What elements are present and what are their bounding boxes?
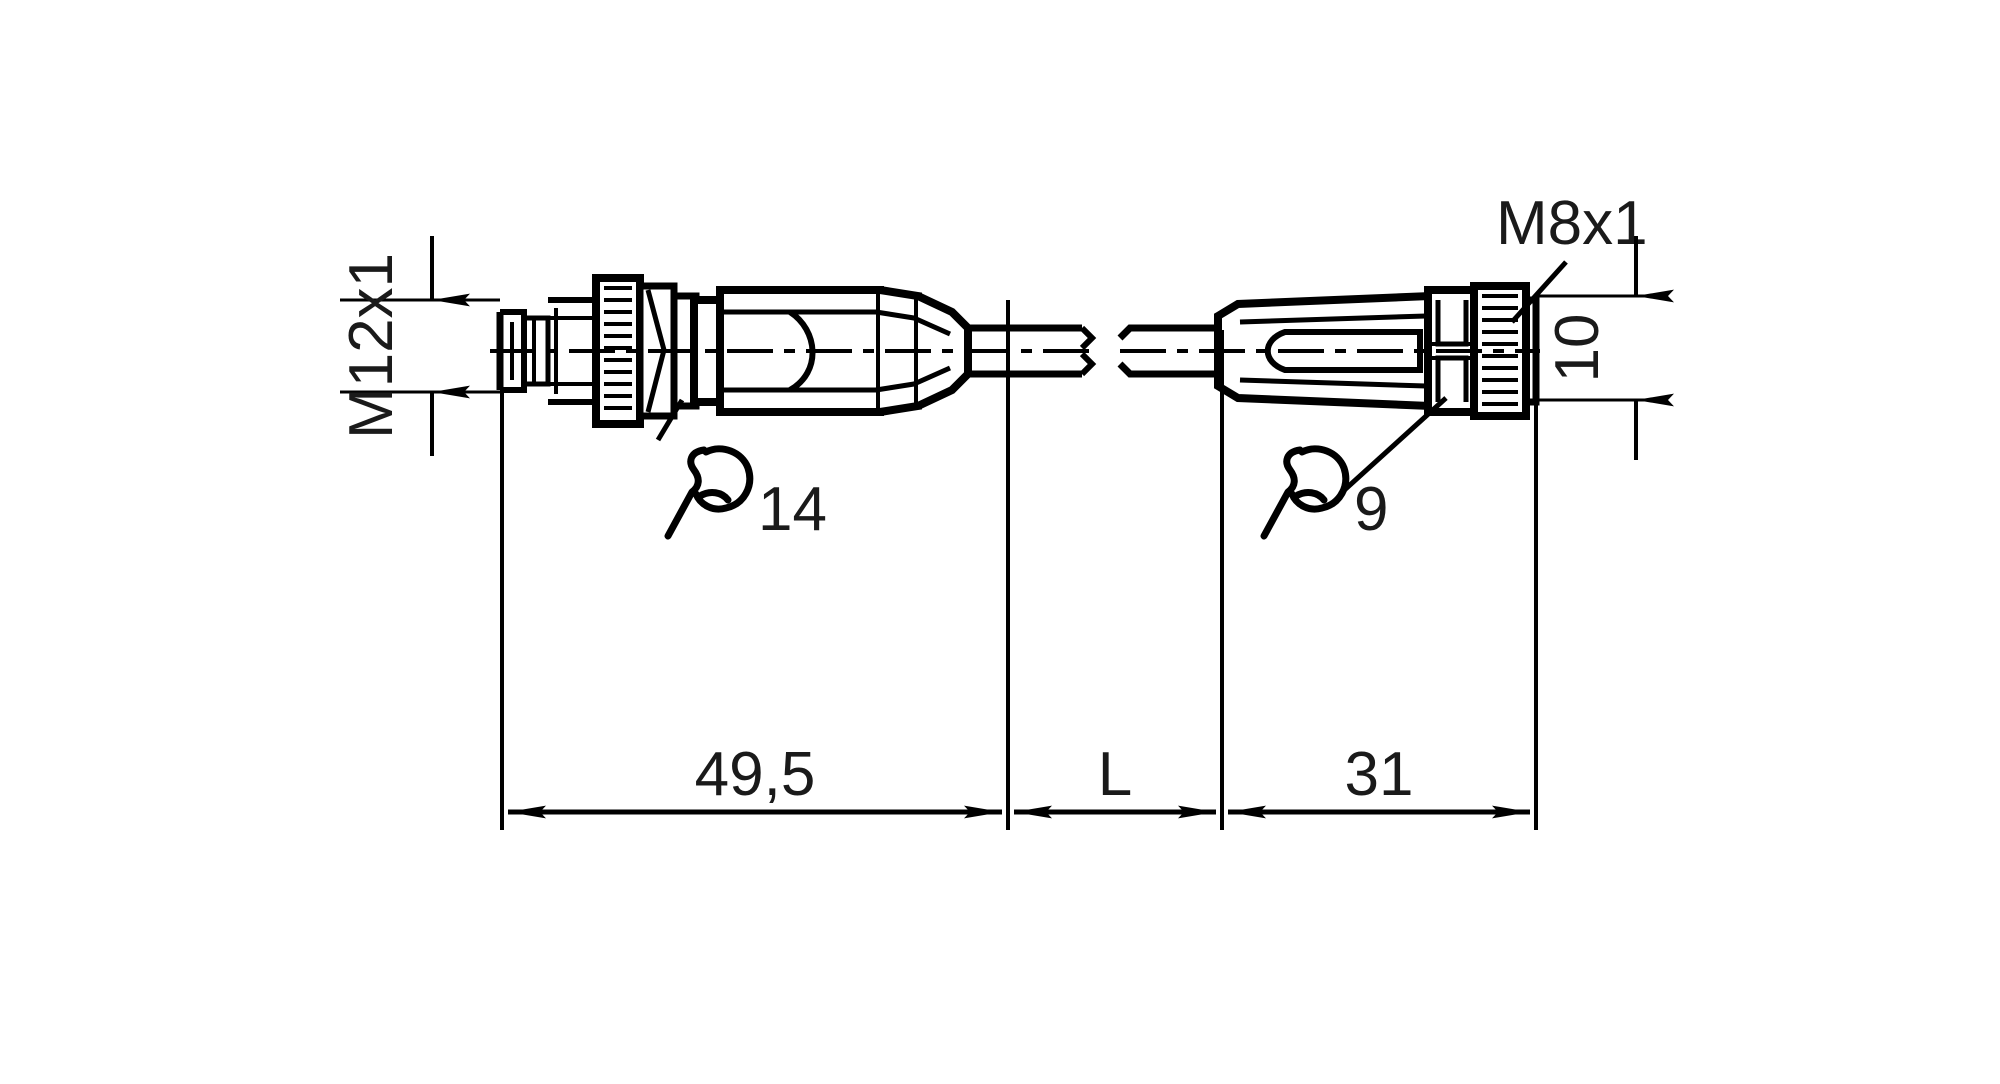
leader-m8-thread [1510,260,1568,324]
cable-right-segment [1117,324,1220,378]
label-wrench-right: 9 [1354,475,1388,544]
dimension-m8-height [1536,236,1674,460]
dimension-extension-lines [500,300,1538,830]
label-dim-31: 31 [1345,740,1414,809]
leader-wrench-left [655,398,685,442]
label-dim-L: L [1098,740,1132,809]
label-wrench-left: 14 [758,475,827,544]
dimension-m12-thread [340,236,500,456]
wrench-icon [664,445,754,540]
leader-wrench-right [1338,396,1448,496]
label-m12-thread: M12x1 [337,253,406,439]
wrench-icon [1260,445,1350,540]
label-m8-height: 10 [1543,314,1612,383]
knurl-lines-left [604,286,632,410]
label-m8-thread: M8x1 [1496,189,1648,258]
label-dim-49-5: 49,5 [695,740,816,809]
cable-left-segment [966,324,1097,378]
